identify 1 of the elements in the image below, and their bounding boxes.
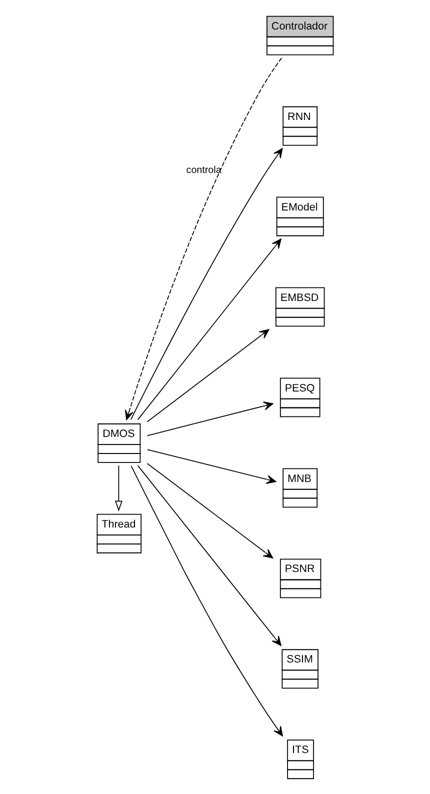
edge-label: controla (186, 164, 222, 176)
